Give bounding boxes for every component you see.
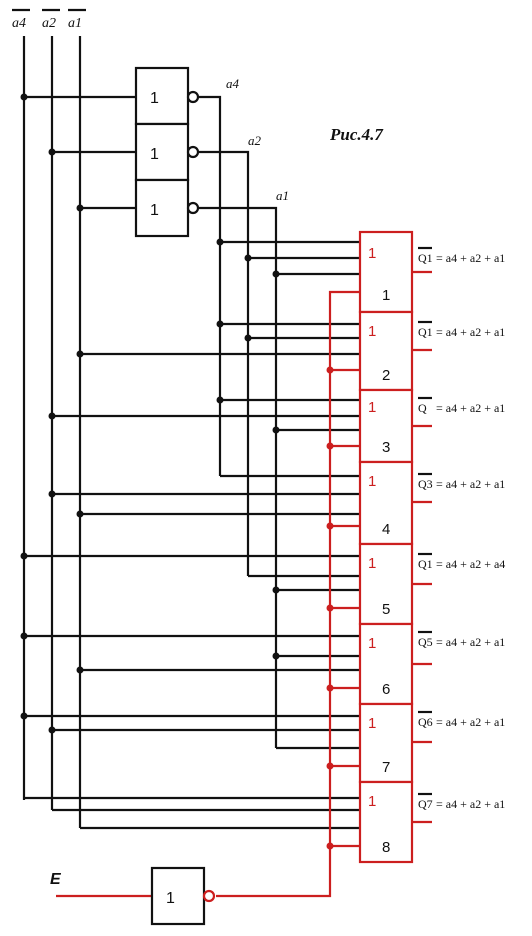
input-buses xyxy=(22,36,82,828)
junction-dots xyxy=(20,238,280,734)
svg-text:1: 1 xyxy=(150,146,159,163)
inverter-gate-a4 xyxy=(134,66,190,126)
output-expression-7: Q6 = a4 + a2 + a1 xyxy=(418,710,505,729)
decoder-gate-8 xyxy=(358,780,414,864)
svg-text:1: 1 xyxy=(368,793,376,810)
svg-text:= a4 + a2 + a1: = a4 + a2 + a1 xyxy=(436,797,505,811)
output-expression-5: Q1 = a4 + a2 + a4 xyxy=(418,552,505,571)
enable-inverter-gate xyxy=(150,866,206,926)
output-expression-2: Q1 = a4 + a2 + a1 xyxy=(418,320,505,339)
svg-text:= a4 + a2 + a1: = a4 + a2 + a1 xyxy=(436,477,505,491)
enable-section: E 1 xyxy=(50,866,216,926)
input-label-a4: a4 xyxy=(12,16,26,31)
svg-text:Q1: Q1 xyxy=(418,325,433,339)
svg-text:1: 1 xyxy=(368,555,376,572)
svg-text:Q6: Q6 xyxy=(418,715,433,729)
output-expressions: Q1 = a4 + a2 + a1 Q1 = a4 + a2 + a1 Q = … xyxy=(418,246,505,811)
svg-text:= a4 + a2 + a1: = a4 + a2 + a1 xyxy=(436,635,505,649)
inverter-output-label-a2: a2 xyxy=(248,133,262,148)
input-labels: a4 a2 a1 xyxy=(12,8,86,31)
decoder-gates: 1 1 1 1 1 1 1 1 1 2 3 4 5 6 7 8 xyxy=(358,230,414,864)
inverter-output-label-a4: a4 xyxy=(226,76,240,91)
svg-text:= a4 + a2 + a1: = a4 + a2 + a1 xyxy=(436,251,505,265)
inverter-bubble-a2 xyxy=(186,145,200,159)
decoder-gate-number-1: 1 xyxy=(382,287,390,304)
enable-label: E xyxy=(50,871,62,888)
svg-text:= a4 + a2 + a1: = a4 + a2 + a1 xyxy=(436,715,505,729)
output-stubs xyxy=(412,270,432,824)
svg-text:Q1: Q1 xyxy=(418,251,433,265)
svg-text:1: 1 xyxy=(368,715,376,732)
svg-text:Q1: Q1 xyxy=(418,557,433,571)
decoder-gate-number-5: 5 xyxy=(382,601,390,618)
svg-text:Q: Q xyxy=(418,401,427,415)
output-expression-8: Q7 = a4 + a2 + a1 xyxy=(418,792,505,811)
inverted-buses xyxy=(198,95,278,748)
figure-caption: Рис.4.7 xyxy=(329,125,384,144)
svg-text:1: 1 xyxy=(368,323,376,340)
decoder-gate-number-8: 8 xyxy=(382,839,390,856)
svg-text:= a4 + a2 + a1: = a4 + a2 + a1 xyxy=(436,325,505,339)
svg-text:1: 1 xyxy=(368,245,376,262)
decoder-gate-number-7: 7 xyxy=(382,759,390,776)
decoder-gate-number-4: 4 xyxy=(382,521,390,538)
svg-text:1: 1 xyxy=(150,202,159,219)
inverter-output-label-a1: a1 xyxy=(276,188,289,203)
enable-bus xyxy=(216,290,360,898)
inverter-gate-a1 xyxy=(134,178,190,238)
svg-text:1: 1 xyxy=(150,90,159,107)
output-expression-1: Q1 = a4 + a2 + a1 xyxy=(418,246,505,265)
enable-inverter-bubble xyxy=(202,889,216,903)
svg-text:1: 1 xyxy=(166,890,175,907)
svg-text:Q3: Q3 xyxy=(418,477,433,491)
svg-text:1: 1 xyxy=(368,473,376,490)
output-expression-4: Q3 = a4 + a2 + a1 xyxy=(418,472,505,491)
decoder-gate-number-6: 6 xyxy=(382,681,390,698)
inverter-gates: 1 1 1 xyxy=(20,66,200,238)
inverter-bubble-a1 xyxy=(186,201,200,215)
decoder-gate-number-2: 2 xyxy=(382,367,390,384)
svg-text:Q7: Q7 xyxy=(418,797,433,811)
inverter-bubble-a4 xyxy=(186,90,200,104)
svg-text:1: 1 xyxy=(368,635,376,652)
input-label-a2: a2 xyxy=(42,16,56,31)
inverter-gate-a2 xyxy=(134,122,190,182)
output-expression-6: Q5 = a4 + a2 + a1 xyxy=(418,630,505,649)
svg-text:= a4 + a2 + a4: = a4 + a2 + a4 xyxy=(436,557,505,571)
decoder-gate-number-3: 3 xyxy=(382,439,390,456)
svg-text:1: 1 xyxy=(368,399,376,416)
input-label-a1: a1 xyxy=(68,16,82,31)
svg-text:= a4 + a2 + a1: = a4 + a2 + a1 xyxy=(436,401,505,415)
gate-input-wires xyxy=(24,240,360,830)
output-expression-3: Q = a4 + a2 + a1 xyxy=(418,396,505,415)
svg-text:Q5: Q5 xyxy=(418,635,433,649)
decoder-gate-5 xyxy=(358,542,414,626)
